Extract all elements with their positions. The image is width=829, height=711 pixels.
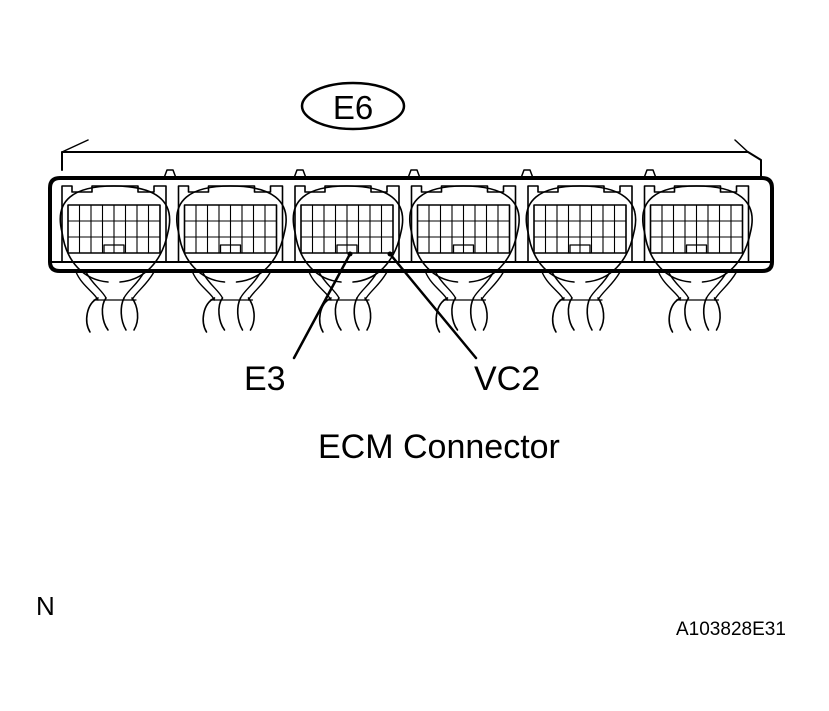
wire-loop xyxy=(642,185,753,283)
pin-point-vc2 xyxy=(387,251,393,257)
harness-tail xyxy=(567,297,575,331)
key-slot xyxy=(685,244,708,254)
harness-tail xyxy=(318,297,332,333)
harness-tail xyxy=(247,297,255,331)
connector-modules xyxy=(59,185,753,283)
connector-housing xyxy=(48,176,774,273)
harness-tail xyxy=(131,297,139,331)
wire-harness xyxy=(75,271,738,333)
connector-module xyxy=(642,185,753,283)
harness-tail xyxy=(684,297,692,331)
harness-tail xyxy=(218,297,226,331)
harness-bundle xyxy=(191,271,272,333)
bracket-ticks xyxy=(61,139,749,153)
harness-bundle xyxy=(75,271,155,333)
harness-tail xyxy=(120,297,127,331)
harness-wire xyxy=(364,271,388,301)
wire-loop xyxy=(409,185,520,283)
module-frame xyxy=(61,185,167,263)
harness-wire xyxy=(318,271,340,299)
pin-callouts xyxy=(292,251,478,360)
harness-tail xyxy=(597,297,605,331)
connector-module xyxy=(176,185,287,283)
key-slot xyxy=(452,244,475,254)
module-frame xyxy=(527,185,633,263)
harness-tail xyxy=(101,297,109,331)
connector-module xyxy=(409,185,520,283)
leader-vc2 xyxy=(388,252,478,360)
harness-tail xyxy=(713,297,721,331)
housing-bump xyxy=(293,169,307,179)
view-letter: N xyxy=(36,591,55,621)
harness-wire xyxy=(551,271,573,299)
harness-wire xyxy=(589,271,611,299)
harness-tail xyxy=(586,297,593,331)
pin-label-vc2: VC2 xyxy=(474,360,541,398)
diagram-caption: ECM Connector xyxy=(318,428,560,466)
module-frame xyxy=(177,185,284,263)
module-frame xyxy=(643,185,750,263)
harness-wire xyxy=(247,271,272,301)
harness-tail xyxy=(480,297,488,331)
harness-tail xyxy=(451,297,459,331)
harness-tail xyxy=(702,297,710,331)
harness-tail xyxy=(469,297,477,331)
housing-bump xyxy=(163,169,177,179)
harness-tail xyxy=(236,297,244,331)
harness-tail xyxy=(668,297,682,333)
connector-module xyxy=(525,185,637,283)
connector-id-oval xyxy=(300,81,406,131)
top-bracket xyxy=(61,151,762,179)
leader-e3 xyxy=(292,252,352,360)
harness-tail xyxy=(364,297,372,331)
harness-wire xyxy=(131,271,155,301)
connector-module xyxy=(292,185,404,283)
harness-bundle xyxy=(541,271,621,333)
harness-bundle xyxy=(308,271,388,333)
harness-tail xyxy=(353,297,360,331)
connector-id-label: E6 xyxy=(332,88,374,126)
harness-wire xyxy=(597,271,621,301)
pin-point-e3 xyxy=(347,251,353,257)
harness-wire xyxy=(123,271,145,299)
harness-wire xyxy=(239,271,262,299)
harness-wire xyxy=(85,271,107,299)
harness-wire xyxy=(472,271,495,299)
harness-wire xyxy=(705,271,728,299)
wire-loop xyxy=(59,185,171,283)
harness-wire xyxy=(667,271,690,299)
harness-tail xyxy=(334,297,342,331)
key-slot xyxy=(336,244,358,254)
harness-tail xyxy=(551,297,565,333)
harness-wire xyxy=(480,271,505,301)
module-frame xyxy=(410,185,517,263)
key-slot xyxy=(569,244,591,254)
key-slot xyxy=(103,244,125,254)
harness-tail xyxy=(202,297,216,333)
wire-loop xyxy=(176,185,287,283)
housing-bump xyxy=(520,169,534,179)
harness-bundle xyxy=(657,271,738,333)
harness-wire xyxy=(434,271,457,299)
connector-module xyxy=(59,185,171,283)
harness-wire xyxy=(713,271,738,301)
pin-label-e3: E3 xyxy=(244,360,286,398)
harness-bundle xyxy=(424,271,505,333)
wire-loop xyxy=(292,185,404,283)
wire-loop xyxy=(525,185,637,283)
harness-wire xyxy=(356,271,378,299)
harness-wire xyxy=(201,271,224,299)
module-frame xyxy=(294,185,400,263)
harness-tail xyxy=(85,297,99,333)
housing-bump xyxy=(643,169,657,179)
key-slot xyxy=(219,244,242,254)
housing-bump xyxy=(407,169,421,179)
figure-code: A103828E31 xyxy=(676,619,786,640)
